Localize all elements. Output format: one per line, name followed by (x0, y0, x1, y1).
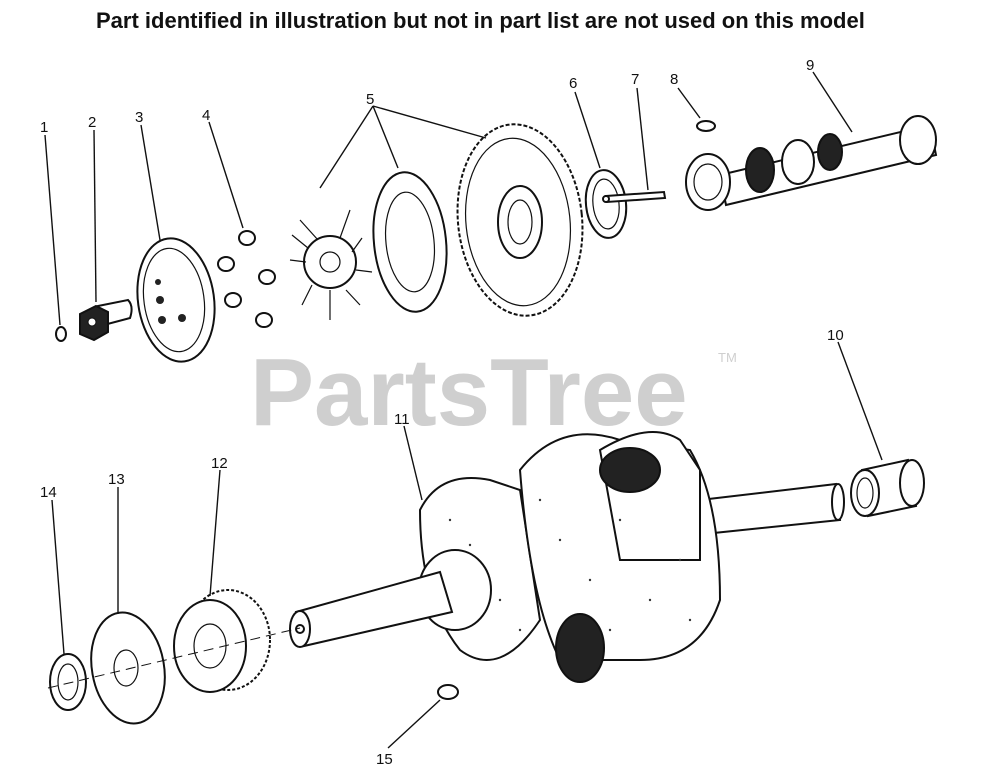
leader-10 (837, 341, 883, 461)
leader-4 (208, 121, 244, 229)
callout-1: 1 (40, 119, 48, 136)
part-7-pin (602, 190, 667, 204)
leader-9 (812, 71, 853, 133)
callout-2: 2 (88, 114, 96, 131)
leader-5c (372, 105, 487, 139)
callout-13: 13 (108, 471, 125, 488)
callout-6: 6 (569, 75, 577, 92)
part-5-gear (456, 123, 584, 317)
leader-1 (44, 134, 61, 326)
watermark-text: PartsTree (250, 339, 688, 446)
callout-14: 14 (40, 484, 57, 501)
callout-3: 3 (135, 109, 143, 126)
part-10-bushing (850, 458, 925, 518)
callout-5: 5 (366, 91, 374, 108)
leader-2 (93, 129, 97, 303)
leader-15 (387, 699, 441, 749)
leader-5b (372, 105, 399, 169)
callout-15: 15 (376, 751, 393, 768)
leader-5a (319, 105, 374, 189)
callout-9: 9 (806, 57, 814, 74)
part-11-crankshaft (289, 431, 845, 683)
part-12-gear (173, 589, 271, 693)
part-1-clip (55, 326, 67, 342)
part-9-camshaft (685, 115, 938, 211)
callout-4: 4 (202, 107, 210, 124)
callout-8: 8 (670, 71, 678, 88)
part-2-bolt (79, 298, 133, 342)
part-13-washer (90, 611, 166, 725)
callout-12: 12 (211, 455, 228, 472)
part-3-disc (136, 237, 216, 363)
diagram-notice: Part identified in illustration but not … (96, 8, 865, 33)
callout-11: 11 (394, 411, 410, 428)
leader-3 (140, 124, 161, 241)
watermark-trademark: TM (718, 350, 737, 365)
leader-11 (403, 425, 423, 501)
leader-14 (51, 499, 65, 655)
callout-7: 7 (631, 71, 639, 88)
part-14-snap-ring (49, 653, 87, 711)
callout-10: 10 (827, 327, 844, 344)
leader-7 (636, 87, 649, 191)
part-5-washer (372, 171, 448, 313)
part-8-key (696, 120, 716, 132)
axis-lower (47, 627, 301, 689)
part-5-flyweight (289, 209, 373, 320)
part-15-key (437, 684, 459, 700)
leader-8 (677, 87, 701, 119)
part-6-washer (584, 169, 628, 239)
part-4-balls (217, 230, 276, 328)
leader-12 (209, 469, 221, 597)
leader-6 (574, 91, 601, 169)
